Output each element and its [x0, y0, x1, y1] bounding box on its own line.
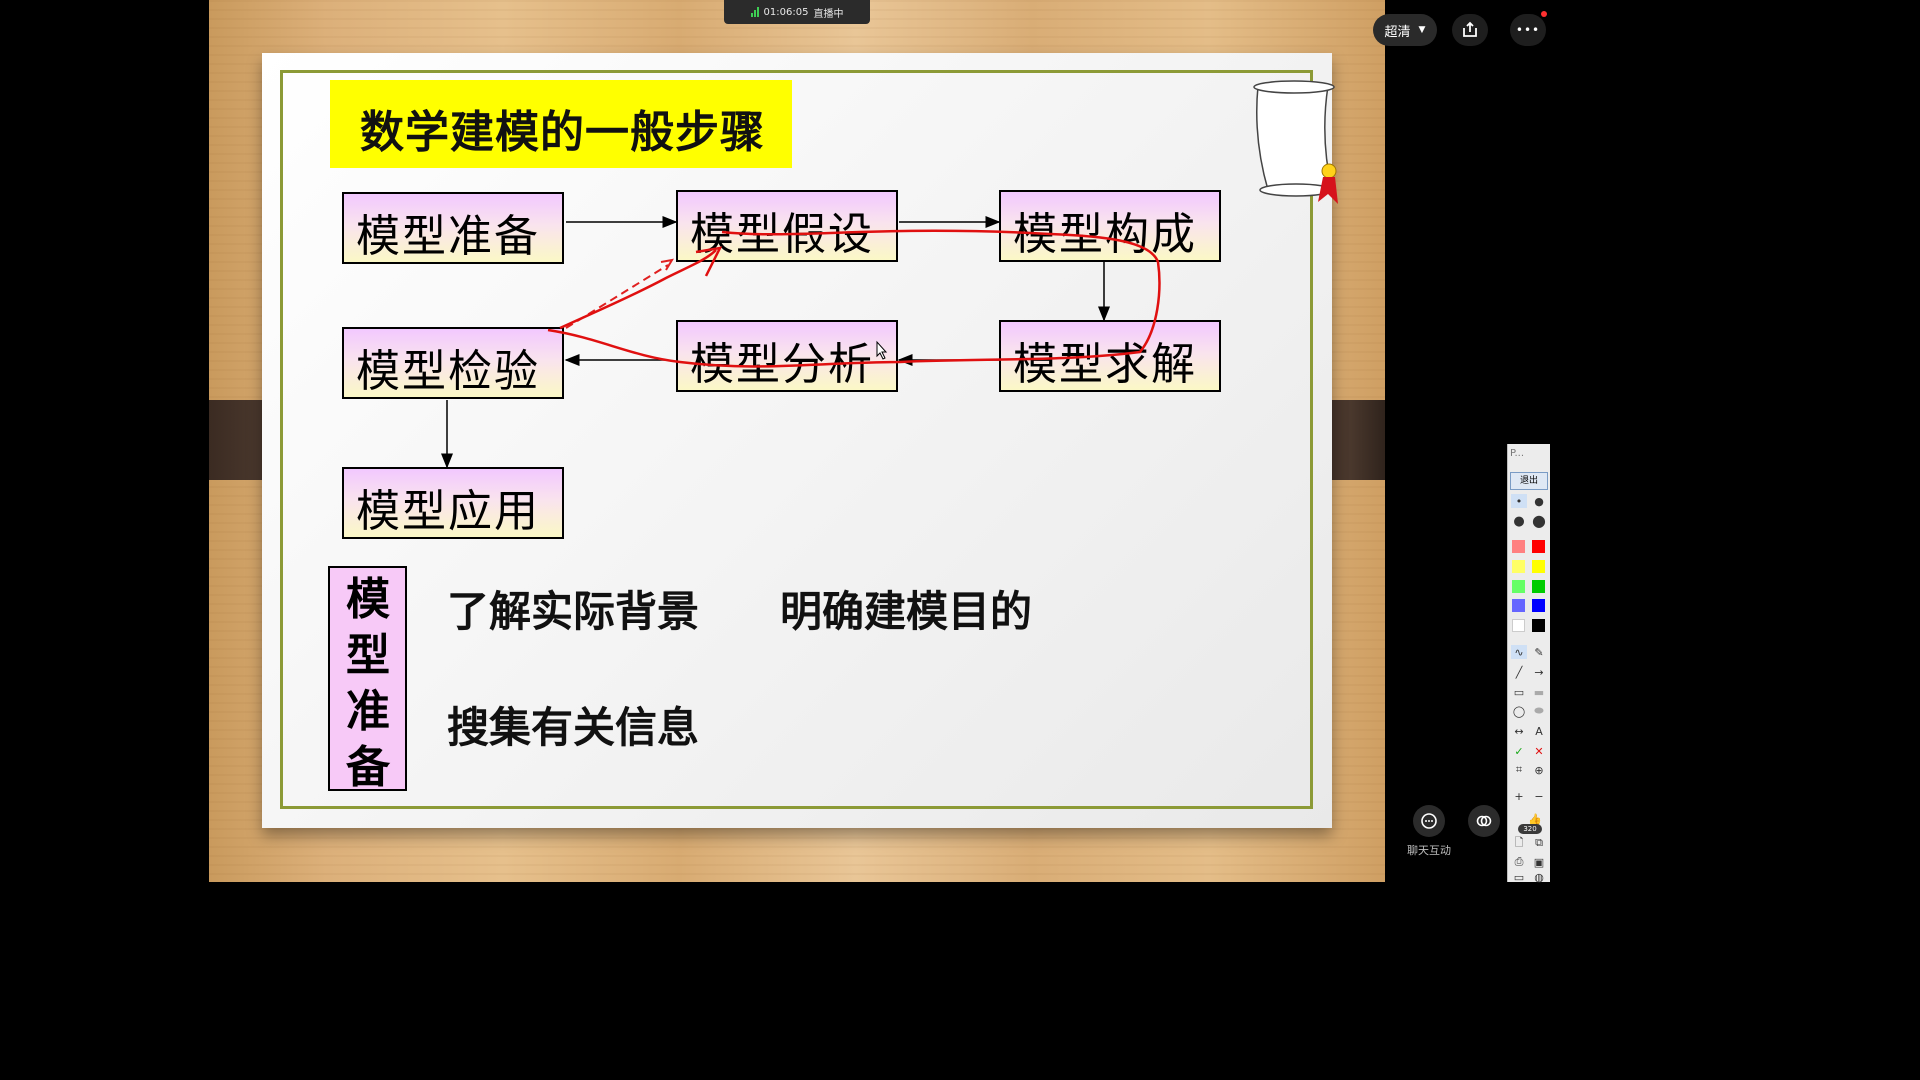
new-page-icon[interactable]: 🗋 — [1514, 835, 1524, 849]
chevron-down-icon: ▼ — [1418, 25, 1426, 35]
share-button[interactable] — [1452, 14, 1488, 46]
notification-dot — [1541, 11, 1547, 17]
point-information: 搜集有关信息 — [447, 703, 700, 752]
link-icon — [1476, 815, 1492, 827]
color-swatch-light-red[interactable] — [1512, 540, 1525, 553]
like-count-badge: 320 — [1518, 824, 1542, 834]
chat-button[interactable] — [1413, 805, 1445, 837]
step-box-test: 模型检验 — [342, 327, 564, 399]
color-swatch-light-green[interactable] — [1512, 580, 1525, 593]
line-tool-icon[interactable]: ╱ — [1515, 665, 1523, 679]
exit-button[interactable]: 退出 — [1510, 472, 1548, 490]
chat-icon — [1421, 813, 1437, 829]
scroll-ribbon-icon — [1253, 80, 1338, 204]
live-label: 直播中 — [813, 8, 844, 20]
cross-mark-icon[interactable]: ✕ — [1534, 744, 1544, 758]
step-label: 模型准备 — [356, 211, 540, 262]
point-purpose: 明确建模目的 — [780, 587, 1033, 636]
print-icon[interactable]: ⎙ — [1514, 855, 1524, 868]
settings-icon[interactable]: ▭ — [1513, 870, 1525, 884]
more-button[interactable]: ••• — [1510, 14, 1546, 46]
link-button[interactable] — [1468, 805, 1500, 837]
color-swatch-white[interactable] — [1512, 619, 1525, 632]
like-icon[interactable]: 👍 — [1528, 812, 1542, 826]
vertical-label-box: 模 型 准 备 — [328, 566, 407, 793]
point-background: 了解实际背景 — [447, 587, 700, 636]
dot-size-small-icon[interactable]: • — [1511, 494, 1527, 508]
annotation-toolbar: P... 退出 • ● ● ● ∿ ✎ ╱ → ▭ ▬ ◯ ⬬ ↔ A ✓ ✕ … — [1507, 444, 1550, 884]
slide-paper — [262, 53, 1332, 828]
step-label: 模型求解 — [1013, 339, 1197, 390]
title-highlight — [330, 80, 792, 168]
arrow-tool-icon[interactable]: → — [1534, 665, 1544, 679]
ellipse-tool-icon[interactable]: ◯ — [1512, 704, 1526, 718]
step-label: 模型构成 — [1013, 209, 1197, 260]
color-swatch-red[interactable] — [1532, 540, 1545, 553]
color-swatch-light-yellow[interactable] — [1512, 560, 1525, 573]
step-box-assume: 模型假设 — [676, 190, 898, 262]
vertical-label-char: 备 — [346, 742, 390, 793]
globe-icon[interactable]: ◍ — [1534, 870, 1544, 884]
vertical-label-char: 型 — [346, 630, 390, 681]
minus-icon[interactable]: − — [1534, 789, 1544, 803]
step-box-analyze: 模型分析 — [676, 320, 898, 392]
chat-label: 聊天互动 — [1407, 844, 1451, 857]
toolbar-header: P... — [1510, 448, 1525, 459]
highlighter-icon[interactable]: ✎ — [1534, 645, 1544, 659]
slide-title: 数学建模的一般步骤 — [360, 107, 765, 158]
copy-page-icon[interactable]: ⧉ — [1535, 836, 1543, 849]
live-time: 01:06:05 — [763, 6, 809, 18]
color-swatch-yellow[interactable] — [1532, 560, 1545, 573]
check-mark-icon[interactable]: ✓ — [1514, 744, 1524, 758]
step-label: 模型检验 — [356, 346, 540, 397]
plus-icon[interactable]: + — [1514, 789, 1524, 803]
filled-ellipse-tool-icon[interactable]: ⬬ — [1534, 704, 1544, 717]
text-tool-icon[interactable]: A — [1535, 724, 1543, 738]
live-status-bar: 01:06:05 直播中 — [724, 0, 870, 24]
vertical-label-char: 准 — [346, 686, 390, 737]
dot-size-large-icon[interactable]: ● — [1513, 513, 1525, 529]
crop-icon[interactable]: ⌗ — [1515, 763, 1523, 776]
save-icon[interactable]: ▣ — [1533, 855, 1545, 869]
step-box-prepare: 模型准备 — [342, 192, 564, 264]
quality-selector[interactable]: 超清 ▼ — [1373, 14, 1437, 46]
color-swatch-light-blue[interactable] — [1512, 599, 1525, 612]
vertical-label-char: 模 — [346, 574, 390, 625]
step-box-construct: 模型构成 — [999, 190, 1221, 262]
zoom-icon[interactable]: ⊕ — [1534, 763, 1544, 777]
step-box-solve: 模型求解 — [999, 320, 1221, 392]
step-box-apply: 模型应用 — [342, 467, 564, 539]
dot-size-medium-icon[interactable]: ● — [1534, 494, 1544, 508]
rectangle-tool-icon[interactable]: ▭ — [1513, 685, 1525, 699]
signal-icon — [750, 7, 759, 17]
color-swatch-green[interactable] — [1532, 580, 1545, 593]
slide-frame — [280, 70, 1313, 809]
step-label: 模型分析 — [690, 339, 874, 390]
color-swatch-black[interactable] — [1532, 619, 1545, 632]
dot-size-xlarge-icon[interactable]: ● — [1532, 510, 1546, 530]
step-label: 模型假设 — [690, 209, 874, 260]
freehand-pen-icon[interactable]: ∿ — [1511, 645, 1527, 659]
more-icon: ••• — [1515, 23, 1541, 37]
share-icon — [1463, 21, 1477, 37]
quality-label: 超清 — [1384, 24, 1411, 40]
double-arrow-tool-icon[interactable]: ↔ — [1514, 724, 1524, 738]
step-label: 模型应用 — [356, 486, 540, 537]
color-swatch-blue[interactable] — [1532, 599, 1545, 612]
filled-rectangle-tool-icon[interactable]: ▬ — [1533, 685, 1545, 699]
